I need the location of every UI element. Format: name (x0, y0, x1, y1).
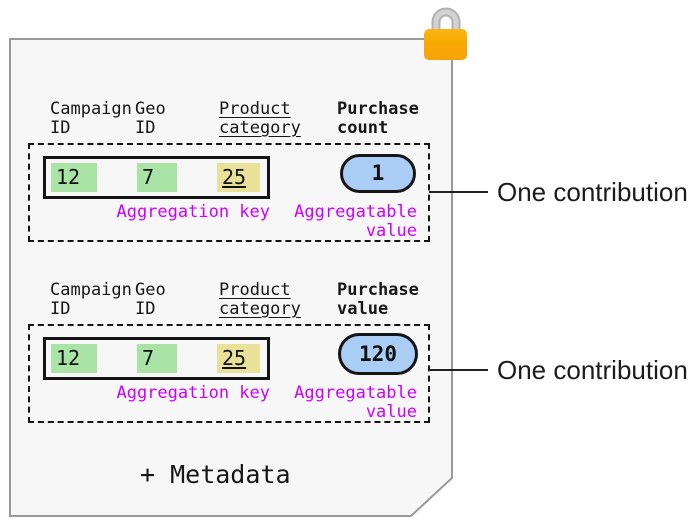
aggregation-key-box (43, 337, 270, 380)
aggregatable-value-label: Aggregatable value (294, 202, 417, 241)
key-cell-value: 12 (56, 165, 81, 189)
connector-line (429, 191, 488, 193)
key-cell-value: 7 (142, 165, 155, 189)
key-cell-value: 7 (142, 346, 155, 370)
key-cell-geo-id: 7 (137, 344, 177, 373)
contribution-callout: One contribution (497, 177, 688, 207)
key-cell-value: 25 (222, 346, 247, 370)
contribution-box (28, 324, 430, 423)
aggregation-key-box (43, 156, 270, 199)
aggregatable-value-label: Aggregatable value (294, 383, 417, 422)
column-header-campaign-id: Campaign ID (50, 280, 132, 319)
column-header-product-category: Product category (219, 280, 301, 319)
key-cell-geo-id: 7 (137, 163, 177, 192)
key-cell-value: 25 (222, 165, 247, 189)
key-cell-campaign-id: 12 (51, 344, 97, 373)
key-cell-value: 12 (56, 346, 81, 370)
aggregatable-value-pill: 1 (340, 154, 416, 193)
key-cell-campaign-id: 12 (51, 163, 97, 192)
column-header-geo-id: Geo ID (135, 280, 166, 319)
aggregation-key-label: Aggregation key (116, 383, 270, 403)
metadata-label: + Metadata (140, 460, 291, 489)
lock-icon (424, 7, 467, 60)
key-cell-product-category: 25 (217, 163, 260, 192)
connector-line (429, 369, 488, 371)
column-header-product-category: Product category (219, 99, 301, 138)
aggregation-key-label: Aggregation key (116, 202, 270, 222)
aggregatable-value-pill: 120 (338, 333, 418, 375)
column-header-purchase-count: Purchase count (337, 99, 419, 138)
key-cell-product-category: 25 (217, 344, 260, 373)
column-header-campaign-id: Campaign ID (50, 99, 132, 138)
column-header-geo-id: Geo ID (135, 99, 166, 138)
column-header-purchase-value: Purchase value (337, 280, 419, 319)
contribution-callout: One contribution (497, 355, 688, 385)
